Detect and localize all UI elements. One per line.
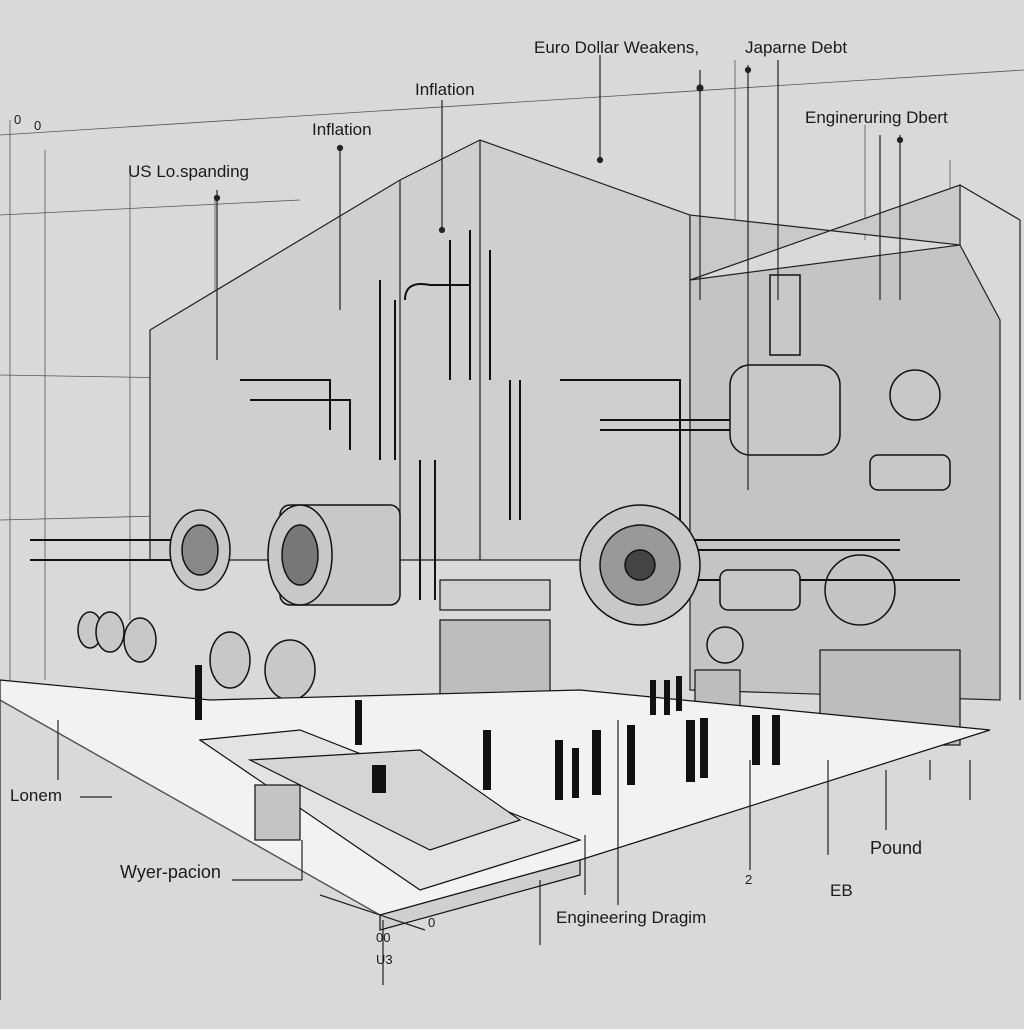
label-us3: U3	[376, 952, 393, 967]
label-engineering-debt: Engineruring Dbert	[805, 108, 948, 127]
callout-lines	[0, 55, 971, 1000]
label-inflation-top: Inflation	[415, 80, 475, 99]
pipework	[30, 230, 960, 600]
label-us-spending: US Lo.spanding	[128, 162, 249, 181]
right-machinery	[579, 274, 951, 664]
label-japan-debt: Japarne Debt	[745, 38, 848, 57]
label-pound: Pound	[870, 838, 923, 858]
people	[195, 665, 780, 800]
label-eb: EB	[830, 881, 853, 900]
label-euro-dollar-weakens: Euro Dollar Weakens,	[534, 38, 700, 57]
label-inflation-left: Inflation	[312, 120, 372, 139]
left-turbines	[77, 504, 401, 701]
label-engineering-diagram: Engineering Dragim	[556, 908, 707, 927]
tick-label-0c: 0	[428, 915, 436, 930]
tick-label-00: 00	[376, 930, 391, 945]
tick-label-2: 2	[745, 872, 753, 887]
tick-label-0b: 0	[34, 118, 42, 133]
tick-label-0a: 0	[14, 112, 22, 127]
floor-platforms	[0, 679, 991, 931]
label-lonem: Lonem	[10, 786, 62, 805]
building-frame	[149, 139, 1021, 701]
construction-guidelines	[0, 60, 1024, 690]
label-wyer-pacion: Wyer-pacion	[120, 862, 221, 882]
